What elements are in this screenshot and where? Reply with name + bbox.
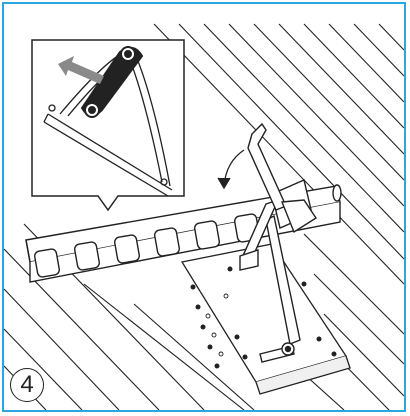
step-number: 4 — [20, 371, 34, 398]
arrow-up-left-icon — [58, 56, 104, 84]
instruction-frame: 4 — [2, 2, 406, 412]
step-number-badge: 4 — [10, 368, 44, 402]
assembly-illustration — [4, 23, 404, 410]
curved-arrow-icon — [217, 149, 245, 190]
inset-callout — [31, 39, 185, 212]
support-bracket — [239, 122, 317, 363]
inset-link-part — [80, 46, 144, 118]
mounting-plate — [180, 243, 351, 395]
